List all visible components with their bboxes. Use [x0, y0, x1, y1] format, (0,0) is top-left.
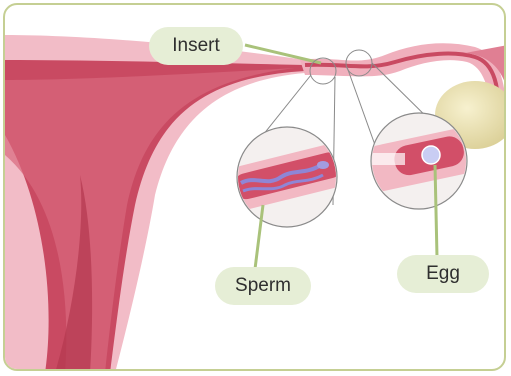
diagram-frame: Insert Sperm Egg	[3, 3, 506, 371]
uterus-illustration	[5, 5, 506, 371]
sperm-magnifier	[231, 127, 348, 227]
sperm-label: Sperm	[215, 267, 311, 305]
egg-label: Egg	[397, 255, 489, 293]
egg-icon	[422, 146, 440, 164]
insert-label: Insert	[149, 27, 243, 65]
